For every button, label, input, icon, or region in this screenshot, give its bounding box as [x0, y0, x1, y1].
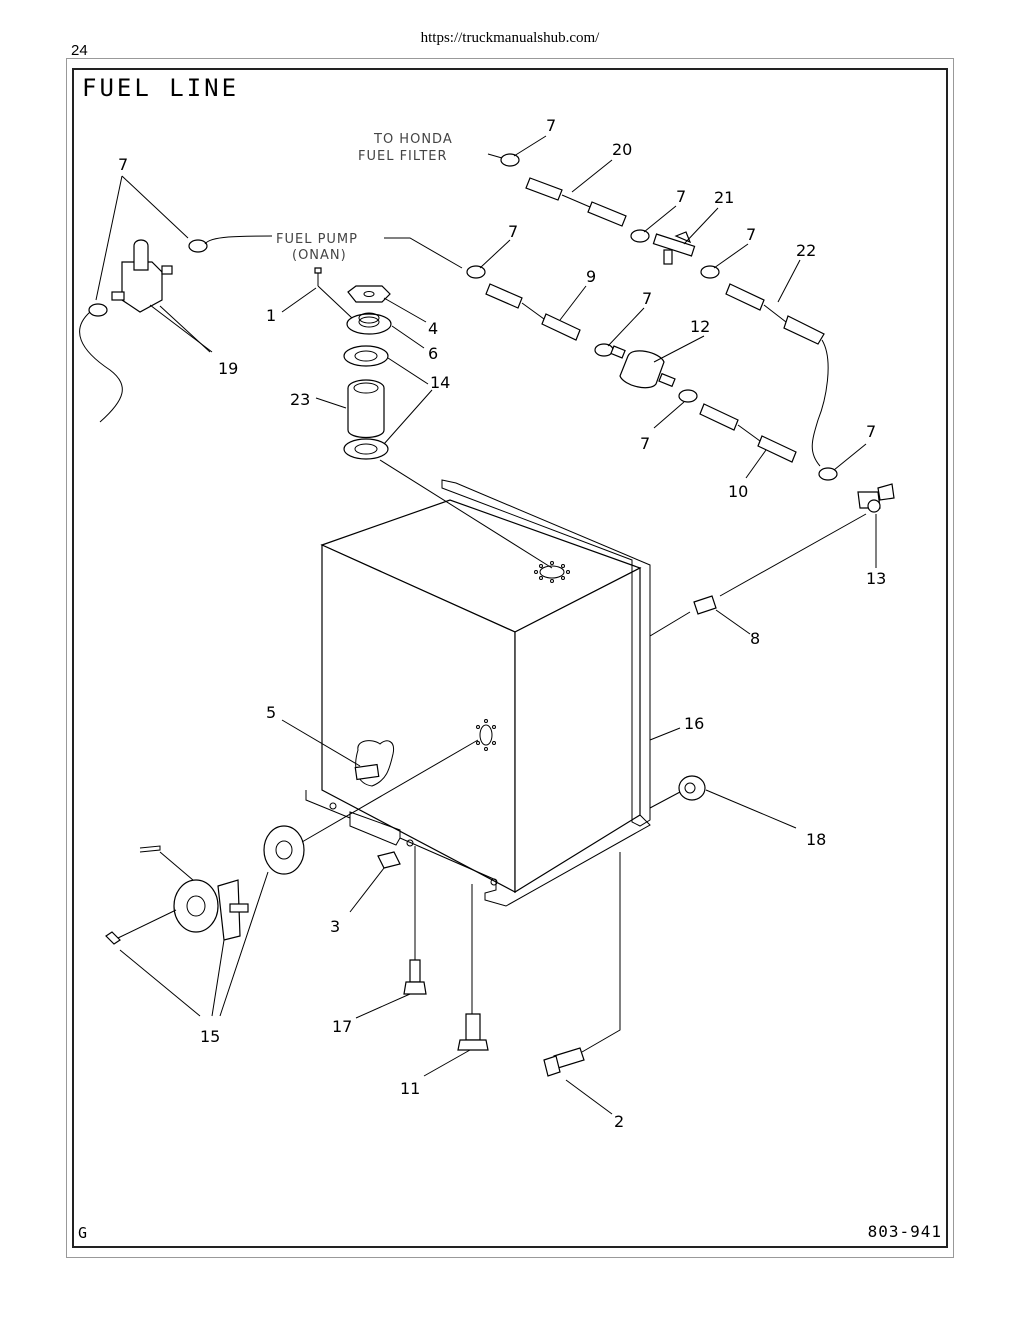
fuel-pump-onan	[79, 235, 273, 423]
callout-7-tee-in: 7	[676, 187, 686, 206]
callout-18: 18	[806, 830, 826, 849]
callout-7-valve: 7	[866, 422, 876, 441]
callout-10: 10	[728, 482, 748, 501]
drawing-title: FUEL LINE	[82, 74, 240, 102]
callout-6: 6	[428, 344, 438, 363]
callout-7-filter-out: 7	[640, 434, 650, 453]
callout-17: 17	[332, 1017, 352, 1036]
callout-23: 23	[290, 390, 310, 409]
callout-7-honda: 7	[546, 116, 556, 135]
document-number: 803-941	[867, 1222, 942, 1241]
callout-13: 13	[866, 569, 886, 588]
page-number: 24	[71, 42, 88, 59]
page-frame	[66, 58, 954, 1258]
pump-note-line2: (ONAN)	[292, 248, 347, 263]
callout-22: 22	[796, 241, 816, 260]
callout-leaders	[95, 135, 877, 568]
side-bolt-holes	[476, 719, 496, 751]
callout-15: 15	[200, 1027, 220, 1046]
callout-19: 19	[218, 359, 238, 378]
callout-5: 5	[266, 703, 276, 722]
fuel-sender	[105, 739, 479, 1017]
callout-12: 12	[690, 317, 710, 336]
callout-14: 14	[430, 373, 450, 392]
callout-8: 8	[750, 629, 760, 648]
callout-7-pump: 7	[118, 155, 128, 174]
callout-4: 4	[428, 319, 438, 338]
honda-note-line1: TO HONDA	[373, 132, 453, 147]
honda-note-line2: FUEL FILTER	[358, 149, 448, 164]
callout-20: 20	[612, 140, 632, 159]
callout-7-pump-line: 7	[508, 222, 518, 241]
callout-1: 1	[266, 306, 276, 325]
fasteners	[281, 609, 797, 1115]
callout-9: 9	[586, 267, 596, 286]
callout-3: 3	[330, 917, 340, 936]
callout-11: 11	[400, 1079, 420, 1098]
top-bolt-holes	[534, 561, 570, 583]
callout-7-tee-out: 7	[746, 225, 756, 244]
fuel-hose-run	[384, 153, 895, 637]
drawing-border	[72, 68, 948, 1248]
callout-7-filter-in: 7	[642, 289, 652, 308]
source-url[interactable]: https://truckmanualshub.com/	[420, 30, 600, 46]
callout-21: 21	[714, 188, 734, 207]
callout-2: 2	[614, 1112, 624, 1131]
callout-16: 16	[684, 714, 704, 733]
pump-note-line1: FUEL PUMP	[276, 232, 358, 247]
revision-letter: G	[78, 1224, 88, 1242]
pickup-assembly	[314, 267, 553, 569]
fuel-tank	[305, 479, 651, 907]
